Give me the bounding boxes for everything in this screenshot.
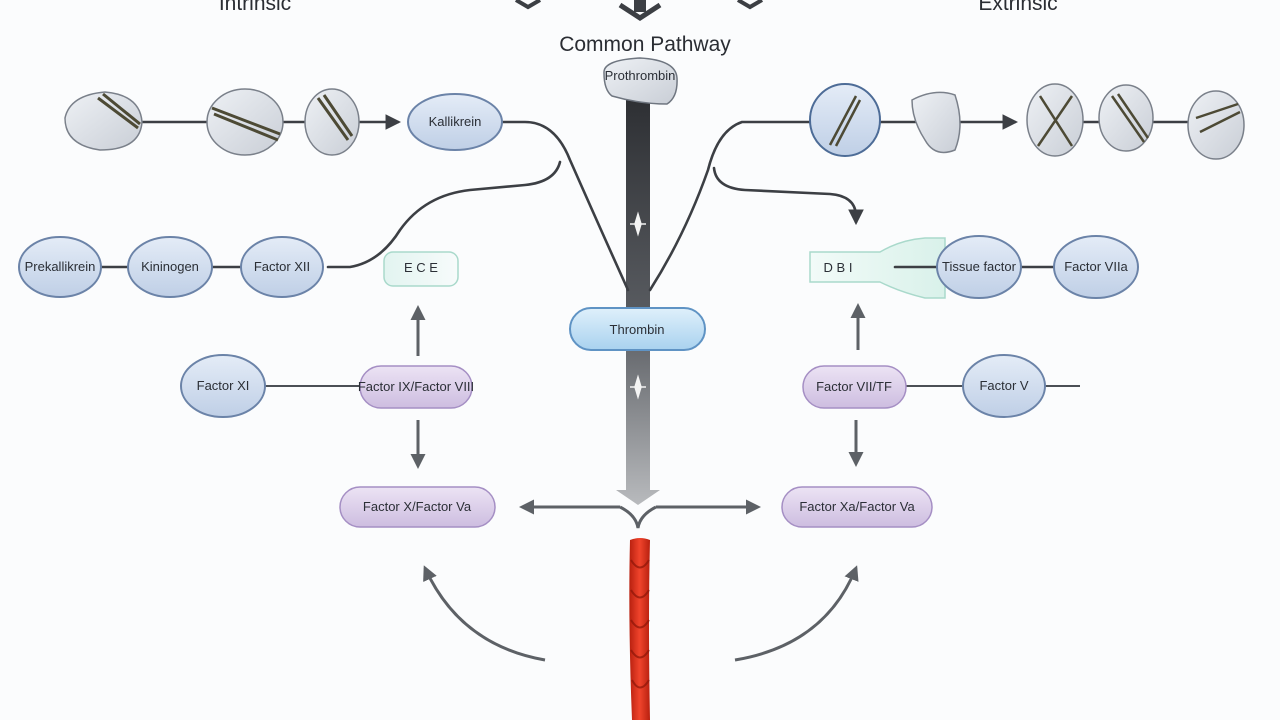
right-row2: Tissue factor Factor VIIa bbox=[936, 235, 1139, 299]
label-prothrombin: Prothrombin bbox=[605, 68, 676, 83]
label-prekallikrein: Prekallikrein bbox=[25, 259, 96, 274]
node-factor-v[interactable]: Factor V bbox=[962, 354, 1046, 418]
node-kininogen[interactable]: Kininogen bbox=[127, 236, 213, 298]
top-chevron-center bbox=[618, 2, 662, 21]
label-factor-viia: Factor VIIa bbox=[1064, 259, 1128, 274]
node-prekallikrein[interactable]: Prekallikrein bbox=[18, 236, 102, 298]
cell-right-1[interactable] bbox=[809, 83, 881, 157]
feedback-arrow-right bbox=[734, 565, 859, 662]
top-chevron-right bbox=[736, 0, 764, 10]
label-factor-x-va: Factor X/Factor Va bbox=[363, 499, 472, 514]
cell-right-5[interactable] bbox=[1187, 90, 1245, 160]
cell-right-4[interactable] bbox=[1098, 84, 1154, 152]
left-factor-box[interactable]: E C E bbox=[383, 251, 459, 287]
node-kallikrein[interactable]: Kallikrein bbox=[407, 93, 503, 151]
left-row2: Prekallikrein Kininogen Factor XII bbox=[18, 236, 324, 298]
node-factor-viia[interactable]: Factor VIIa bbox=[1053, 235, 1139, 299]
label-factor-vii-tf: Factor VII/TF bbox=[816, 379, 892, 394]
label-factor-v: Factor V bbox=[979, 378, 1028, 393]
feedback-arrow-left bbox=[423, 565, 546, 662]
node-tissue-factor[interactable]: Tissue factor bbox=[936, 235, 1022, 299]
title-intrinsic: Intrinsic bbox=[219, 0, 291, 15]
cell-right-3[interactable] bbox=[1026, 83, 1084, 157]
pill-factor-ix-viii[interactable]: Factor IX/Factor VIII bbox=[358, 365, 474, 409]
cell-left-2[interactable] bbox=[206, 88, 284, 156]
label-factor-xi: Factor XI bbox=[197, 378, 250, 393]
central-trunk bbox=[616, 100, 660, 505]
label-thrombin: Thrombin bbox=[610, 322, 665, 337]
title-extrinsic: Extrinsic bbox=[978, 0, 1057, 15]
trunk-sparkle-lower-icon bbox=[630, 374, 646, 400]
cell-left-3[interactable] bbox=[304, 88, 360, 156]
node-factor-xii[interactable]: Factor XII bbox=[240, 236, 324, 298]
pill-factor-xa-va[interactable]: Factor Xa/Factor Va bbox=[781, 486, 933, 528]
pill-factor-x-va[interactable]: Factor X/Factor Va bbox=[339, 486, 496, 528]
node-factor-xi[interactable]: Factor XI bbox=[180, 354, 266, 418]
title-common-pathway: Common Pathway bbox=[559, 33, 731, 56]
label-factor-ix-viii: Factor IX/Factor VIII bbox=[358, 379, 474, 394]
fibrin-strand bbox=[629, 538, 650, 720]
label-kininogen: Kininogen bbox=[141, 259, 199, 274]
connector-right-down-to-box bbox=[712, 166, 864, 226]
right-factor-box[interactable]: D B I bbox=[809, 237, 946, 299]
connector-left-row2-to-trunk bbox=[326, 160, 562, 269]
node-thrombin[interactable]: Thrombin bbox=[569, 307, 706, 351]
label-left-factor-box: E C E bbox=[404, 260, 438, 275]
top-stem-center bbox=[634, 0, 646, 12]
label-kallikrein: Kallikrein bbox=[429, 114, 482, 129]
right-top-row bbox=[809, 83, 1245, 160]
connector-right-to-trunk bbox=[648, 120, 812, 292]
left-top-row: Kallikrein bbox=[64, 88, 503, 156]
connector-left-to-trunk bbox=[498, 120, 630, 292]
label-tissue-factor: Tissue factor bbox=[942, 259, 1017, 274]
top-chevron-left bbox=[514, 0, 542, 10]
trunk-split-curve bbox=[619, 505, 657, 529]
cell-right-2[interactable] bbox=[911, 91, 961, 154]
label-factor-xii: Factor XII bbox=[254, 259, 310, 274]
cell-left-1[interactable] bbox=[64, 91, 143, 151]
node-prothrombin[interactable]: Prothrombin bbox=[603, 57, 678, 105]
pill-factor-vii-tf[interactable]: Factor VII/TF bbox=[802, 365, 907, 409]
trunk-sparkle-upper-icon bbox=[630, 211, 646, 237]
label-right-factor-box: D B I bbox=[824, 260, 853, 275]
label-factor-xa-va: Factor Xa/Factor Va bbox=[799, 499, 915, 514]
